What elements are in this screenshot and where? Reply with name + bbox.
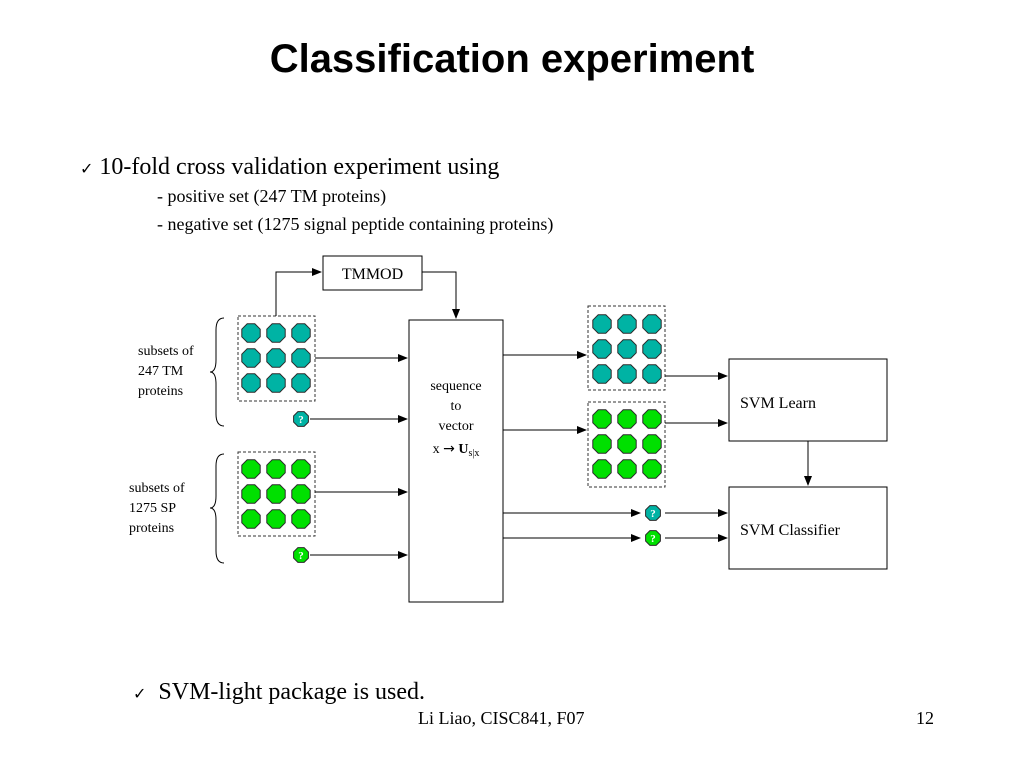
sp-vector-group: [587, 401, 666, 488]
sp-vector-node: [642, 409, 662, 429]
sp-protein-node: [266, 509, 286, 529]
tmmod-label: TMMOD: [342, 266, 403, 283]
question-mark-icon: ?: [650, 533, 656, 545]
converter-label-line3: vector: [439, 419, 474, 434]
checkmark-icon: ✓: [80, 159, 94, 178]
query-nodes: ????: [293, 411, 661, 563]
sp-node-grid: [241, 459, 311, 529]
sp-label-line2: 1275 SP: [129, 501, 176, 516]
tm-protein-node: [291, 348, 311, 368]
tm-subset-group: [237, 315, 316, 402]
tmmod-box: [322, 255, 423, 291]
sp-vector-node: [592, 409, 612, 429]
sp-protein-node: [291, 459, 311, 479]
sp-vector-node: [642, 459, 662, 479]
tm-vector-node: [592, 314, 612, 334]
sp-subset-group: [237, 451, 316, 537]
sp-protein-node: [241, 484, 261, 504]
bullet-text: 10-fold cross validation experiment usin…: [99, 154, 500, 180]
tm-vector-node: [617, 364, 637, 384]
checkmark-icon: ✓: [133, 684, 147, 703]
sp-protein-node: [241, 459, 261, 479]
converter-label-line2: to: [451, 399, 462, 414]
sp-vector-node-grid: [592, 409, 662, 479]
query-vector-node-2: [645, 530, 661, 546]
arrow-tmmod-to-converter: [422, 271, 460, 319]
tm-protein-node: [266, 323, 286, 343]
sp-vector-node: [617, 459, 637, 479]
tm-node-grid: [241, 323, 311, 393]
tm-vector-node: [642, 339, 662, 359]
svm-learn-box: [728, 358, 888, 442]
sp-label-line3: proteins: [129, 521, 174, 536]
sp-query-node: [293, 547, 309, 563]
slide-footer: Li Liao, CISC841, F07: [418, 708, 585, 728]
tm-vector-node: [642, 314, 662, 334]
tm-vector-node: [617, 314, 637, 334]
tm-vector-group: [587, 305, 666, 391]
tm-label-line1: subsets of: [138, 344, 194, 359]
svm-classifier-label: SVM Classifier: [740, 522, 841, 539]
sp-vector-node: [617, 434, 637, 454]
tm-protein-node: [291, 373, 311, 393]
question-mark-icon: ?: [298, 550, 304, 562]
sub-bullet-negative-set: - negative set (1275 signal peptide cont…: [157, 214, 554, 234]
svm-learn-label: SVM Learn: [740, 395, 816, 412]
page-number: 12: [916, 708, 934, 728]
sp-vector-node: [642, 434, 662, 454]
svm-classifier-box: [728, 486, 888, 570]
sp-protein-node: [266, 459, 286, 479]
tm-protein-node: [266, 348, 286, 368]
tm-vector-node-grid: [592, 314, 662, 384]
slide-title: Classification experiment: [269, 37, 755, 81]
sp-protein-node: [241, 509, 261, 529]
tm-label-line2: 247 TM: [138, 364, 184, 379]
tm-label-line3: proteins: [138, 384, 183, 399]
tm-protein-node: [241, 323, 261, 343]
sp-brace: [209, 453, 225, 564]
tm-vector-node: [642, 364, 662, 384]
question-mark-icon: ?: [298, 414, 304, 426]
bullet-svm-light: ✓ SVM-light package is used.: [133, 677, 425, 709]
tm-vector-node: [592, 339, 612, 359]
sp-protein-node: [266, 484, 286, 504]
converter-label-line1: sequence: [430, 379, 481, 394]
sp-vector-node: [592, 459, 612, 479]
tm-protein-node: [241, 348, 261, 368]
tm-query-node: [293, 411, 309, 427]
sp-protein-node: [291, 484, 311, 504]
bullet-cross-validation: ✓ 10-fold cross validation experiment us…: [80, 152, 499, 184]
tm-brace: [209, 317, 225, 427]
arrow-subsets-to-tmmod: [275, 268, 322, 316]
tm-protein-node: [291, 323, 311, 343]
question-mark-icon: ?: [650, 508, 656, 520]
bullet-text: SVM-light package is used.: [158, 679, 426, 705]
tm-protein-node: [241, 373, 261, 393]
sp-vector-node: [617, 409, 637, 429]
sub-bullet-positive-set: - positive set (247 TM proteins): [157, 186, 387, 206]
query-vector-node-1: [645, 505, 661, 521]
sequence-to-vector-box: [408, 319, 504, 603]
sp-protein-node: [291, 509, 311, 529]
sp-vector-node: [592, 434, 612, 454]
vector-formula: x → Us|x: [433, 441, 480, 459]
sp-label-line1: subsets of: [129, 481, 185, 496]
tm-protein-node: [266, 373, 286, 393]
tm-vector-node: [592, 364, 612, 384]
tm-vector-node: [617, 339, 637, 359]
